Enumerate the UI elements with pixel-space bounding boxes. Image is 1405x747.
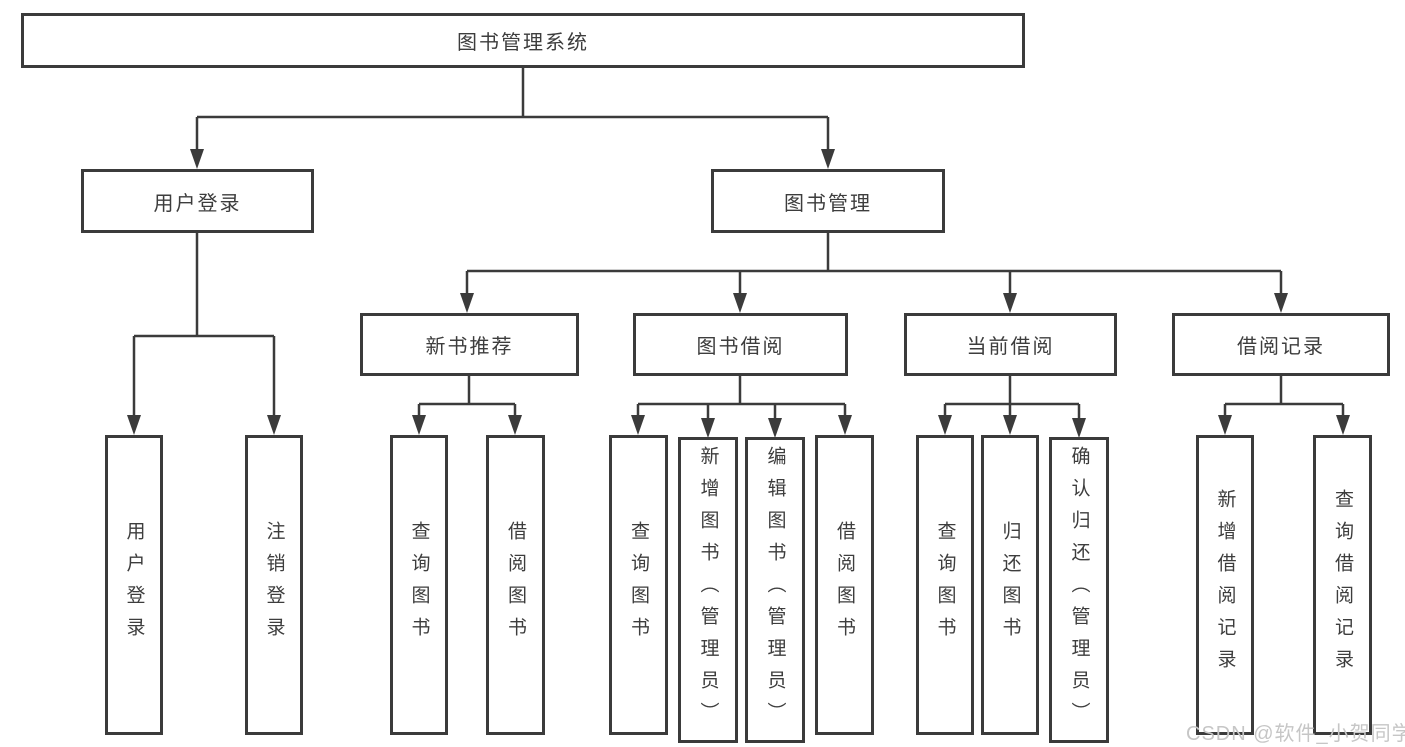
arrowhead	[127, 415, 141, 435]
arrowhead	[938, 415, 952, 435]
arrowhead	[190, 149, 204, 169]
leaf-add-book-admin: 新增图书（管理员）	[678, 437, 738, 743]
leaf-borrow-books: 借阅图书	[815, 435, 874, 735]
watermark: CSDN @软件_小贺同学	[1186, 723, 1405, 745]
leaf-query-books-recommend: 查询图书	[390, 435, 448, 735]
node-book-borrow-label: 图书借阅	[696, 336, 785, 358]
node-book-management-label: 图书管理	[784, 192, 872, 215]
node-user-login: 用户登录	[81, 169, 314, 233]
leaf-add-borrow-record-label: 新增借阅记录	[1214, 489, 1236, 681]
leaf-confirm-return-admin: 确认归还（管理员）	[1049, 437, 1109, 743]
leaf-borrow-books-recommend-label: 借阅图书	[505, 521, 526, 649]
arrowhead	[1336, 415, 1350, 435]
arrowhead	[1003, 415, 1017, 435]
leaf-logout-label: 注销登录	[263, 521, 285, 649]
node-root-label: 图书管理系统	[457, 32, 589, 54]
arrowhead	[821, 149, 835, 169]
arrowhead	[460, 293, 474, 313]
node-borrow-records: 借阅记录	[1172, 313, 1390, 376]
leaf-edit-book-admin: 编辑图书（管理员）	[745, 437, 805, 743]
arrowhead	[733, 293, 747, 313]
arrowhead	[838, 415, 852, 435]
leaf-borrow-books-label: 借阅图书	[834, 521, 855, 649]
arrowhead	[1003, 293, 1017, 313]
node-current-borrow: 当前借阅	[904, 313, 1117, 376]
arrowhead	[768, 418, 782, 438]
arrowhead	[631, 415, 645, 435]
leaf-logout: 注销登录	[245, 435, 303, 735]
leaf-query-books-current: 查询图书	[916, 435, 974, 735]
leaf-query-books-recommend-label: 查询图书	[408, 521, 430, 649]
leaf-add-borrow-record: 新增借阅记录	[1196, 435, 1254, 735]
leaf-user-login-label: 用户登录	[123, 521, 145, 649]
leaf-query-books-current-label: 查询图书	[934, 521, 956, 649]
leaf-edit-book-admin-label: 编辑图书（管理员）	[764, 446, 786, 734]
arrowhead	[267, 415, 281, 435]
leaf-user-login: 用户登录	[105, 435, 163, 735]
leaf-borrow-books-recommend: 借阅图书	[486, 435, 545, 735]
node-new-book-recommend-label: 新书推荐	[425, 336, 514, 358]
leaf-return-books: 归还图书	[981, 435, 1039, 735]
node-borrow-records-label: 借阅记录	[1237, 336, 1325, 358]
leaf-add-book-admin-label: 新增图书（管理员）	[697, 446, 719, 734]
arrowhead	[1072, 418, 1086, 438]
leaf-query-borrow-record-label: 查询借阅记录	[1332, 489, 1353, 681]
connector-path	[132, 68, 1345, 423]
arrowheads	[127, 149, 1350, 438]
arrowhead	[1218, 415, 1232, 435]
node-root: 图书管理系统	[21, 13, 1025, 68]
arrowhead	[701, 418, 715, 438]
arrowhead	[508, 415, 522, 435]
node-current-borrow-label: 当前借阅	[966, 336, 1055, 358]
leaf-query-books-borrow: 查询图书	[609, 435, 668, 735]
node-user-login-label: 用户登录	[153, 192, 242, 215]
node-book-borrow: 图书借阅	[633, 313, 848, 376]
arrowhead	[1274, 293, 1288, 313]
node-new-book-recommend: 新书推荐	[360, 313, 579, 376]
leaf-confirm-return-admin-label: 确认归还（管理员）	[1068, 446, 1090, 734]
arrowhead	[412, 415, 426, 435]
node-book-management: 图书管理	[711, 169, 945, 233]
leaf-query-borrow-record: 查询借阅记录	[1313, 435, 1372, 735]
leaf-return-books-label: 归还图书	[999, 521, 1021, 649]
leaf-query-books-borrow-label: 查询图书	[628, 521, 649, 649]
